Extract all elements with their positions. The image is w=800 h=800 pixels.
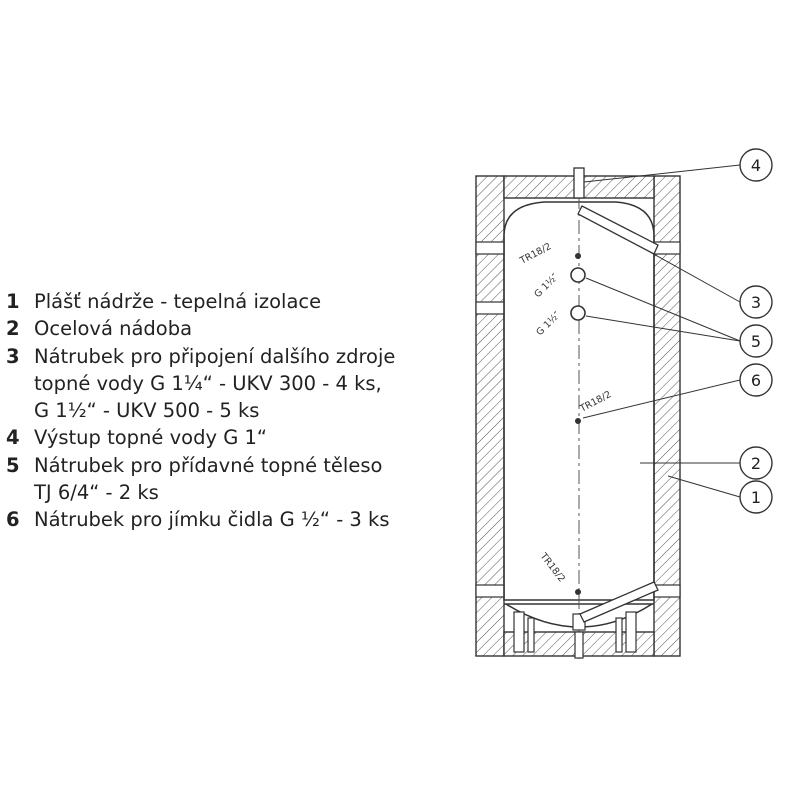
legend-text: Plášť nádrže - tepelná izolace [34, 288, 446, 315]
callout-number: 6 [751, 371, 761, 390]
legend-number: 4 [6, 426, 20, 450]
callout-circle [739, 285, 773, 319]
callout-number: 2 [751, 454, 761, 473]
outlet-pipe [573, 167, 585, 199]
lower-inclined-socket [579, 581, 659, 623]
legend-line: Výstup topné vody G 1“ [34, 426, 268, 450]
callout-circle [739, 363, 773, 397]
g-label-2: G 1½″ [534, 309, 563, 338]
callout-4: 4 [739, 148, 773, 182]
callout-circle [739, 446, 773, 480]
insulation-right-wall [653, 175, 681, 657]
callout-2: 2 [739, 446, 773, 480]
legend-text: Nátrubek pro přídavné topné těleso TJ 6/… [34, 452, 446, 507]
sensor-socket [575, 418, 581, 424]
callout-circle [739, 480, 773, 514]
leader-6 [582, 379, 741, 419]
legend-number: 3 [6, 344, 20, 368]
sensor-socket [575, 589, 581, 595]
inclined-pipe [577, 205, 659, 255]
legend-item: 5 Nátrubek pro přídavné topné těleso TJ … [6, 452, 446, 507]
tr-label-mid: TR18/2 [577, 389, 613, 415]
legend-item: 6 Nátrubek pro jímku čidla G ½“ - 3 ks [6, 506, 446, 533]
leader-3 [649, 251, 741, 303]
callout-circle [739, 148, 773, 182]
legend-text: Ocelová nádoba [34, 315, 446, 342]
sensor-sockets [575, 253, 581, 595]
top-outlet [573, 167, 585, 199]
callout-1: 1 [739, 480, 773, 514]
leader-5a [585, 277, 741, 342]
joint [475, 301, 505, 315]
legend-text: Nátrubek pro jímku čidla G ½“ - 3 ks [34, 506, 446, 533]
callout-number: 4 [751, 156, 761, 175]
g-label-1: G 1½″ [532, 271, 561, 300]
insulation-left-wall [475, 175, 505, 657]
leg [625, 611, 637, 653]
legend-text: Výstup topné vody G 1“ [34, 424, 446, 451]
legend-number: 5 [6, 453, 20, 477]
legend-line: G 1½“ - UKV 500 - 5 ks [34, 399, 260, 423]
callout-5: 5 [739, 324, 773, 358]
leader-lines [582, 164, 741, 498]
legend-item: 4 Výstup topné vody G 1“ [6, 424, 446, 451]
inclined-pipe [579, 581, 659, 623]
legend-number: 2 [6, 317, 20, 341]
joint [653, 584, 681, 598]
legend-item: 1 Plášť nádrže - tepelná izolace [6, 288, 446, 315]
joint [653, 241, 681, 255]
leg [615, 617, 623, 653]
legend-number: 6 [6, 508, 20, 532]
heater-socket [570, 267, 586, 283]
legend-line: TJ 6/4“ - 2 ks [34, 481, 159, 505]
jacket-joints [475, 241, 681, 598]
sensor-socket [575, 253, 581, 259]
callout-3: 3 [739, 285, 773, 319]
upper-inclined-socket [577, 205, 659, 255]
leg [513, 611, 525, 653]
legend-line: Plášť nádrže - tepelná izolace [34, 290, 322, 313]
callout-number: 5 [751, 332, 761, 351]
joint [475, 241, 505, 255]
leader-4 [583, 164, 741, 183]
tr-label-top: TR18/2 [517, 241, 553, 267]
legend-line: Ocelová nádoba [34, 317, 193, 341]
callout-number: 3 [751, 293, 761, 312]
legend-line: Nátrubek pro přídavné topné těleso [34, 453, 383, 477]
heater-socket [570, 305, 586, 321]
legend-item: 3 Nátrubek pro připojení dalšího zdroje … [6, 343, 446, 425]
tr-label-bot: TR18/2 [537, 550, 567, 584]
joint [475, 584, 505, 598]
bottom-pipe [574, 631, 584, 659]
leader-1 [667, 475, 741, 498]
callout-number: 1 [751, 488, 761, 507]
legend-line: Nátrubek pro jímku čidla G ½“ - 3 ks [34, 508, 390, 532]
leg [527, 617, 535, 653]
callout-6: 6 [739, 363, 773, 397]
legend-line: topné vody G 1¼“ - UKV 300 - 4 ks, [34, 371, 382, 395]
legend-number: 1 [6, 290, 20, 313]
vessel-legs [513, 611, 637, 653]
leader-5b [585, 315, 741, 342]
legend-line: Nátrubek pro připojení dalšího zdroje [34, 344, 396, 368]
legend-text: Nátrubek pro připojení dalšího zdroje to… [34, 343, 446, 425]
callouts: 4 3 5 6 2 1 [739, 148, 773, 514]
heater-sockets [570, 267, 586, 321]
callout-circle [739, 324, 773, 358]
legend: 1 Plášť nádrže - tepelná izolace 2 Ocelo… [6, 288, 446, 534]
legend-item: 2 Ocelová nádoba [6, 315, 446, 342]
